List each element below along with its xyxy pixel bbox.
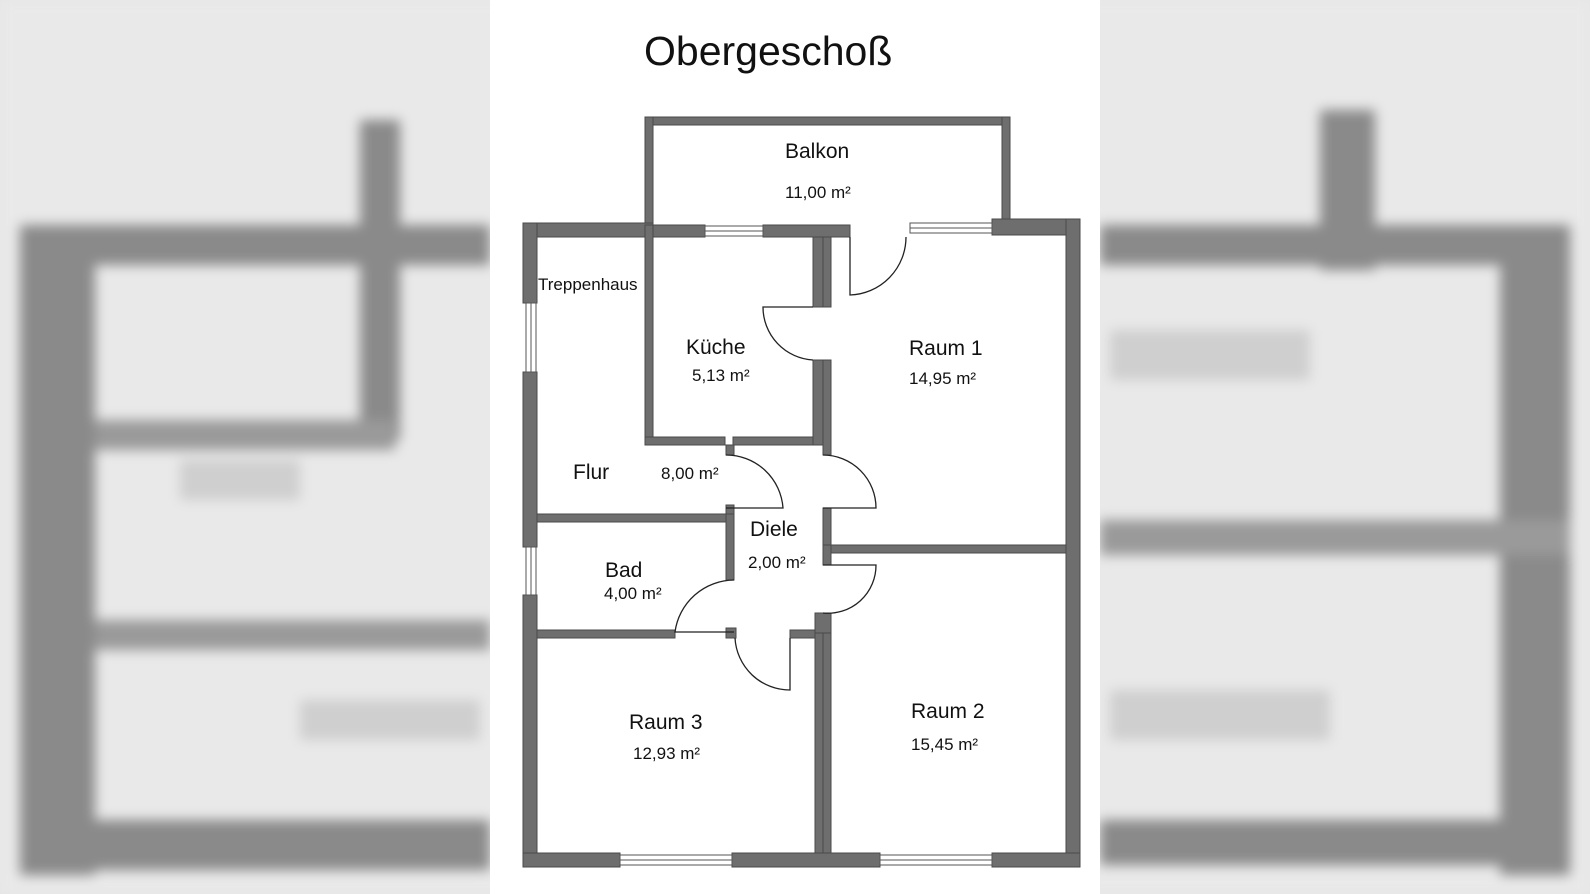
- window-raum3: [619, 854, 733, 866]
- room-labels: Balkon 11,00 m² Treppenhaus Küche 5,13 m…: [538, 140, 985, 763]
- room2-wall-left-upper: [822, 544, 832, 566]
- kitchen-wall-right-lower: [812, 359, 824, 446]
- outer-wall-left-mid: [522, 371, 538, 548]
- door-flur: [725, 454, 784, 509]
- area-raum3: 12,93 m²: [633, 744, 700, 763]
- window-bad: [525, 546, 537, 596]
- bad-door-jamb: [725, 627, 737, 639]
- room2-wall-left-lower: [822, 612, 832, 854]
- door-raum2: [822, 564, 877, 614]
- outer-wall-right: [1065, 218, 1081, 868]
- label-raum3: Raum 3: [629, 711, 703, 734]
- room1-wall-left-lower: [822, 507, 832, 551]
- window-raum1: [909, 222, 993, 234]
- label-raum1: Raum 1: [909, 337, 983, 360]
- bad-raum3-wall-a: [536, 629, 676, 639]
- room1-wall-left-upper: [822, 236, 832, 308]
- balcony-wall-top: [644, 116, 1011, 126]
- outer-wall-left-lower: [522, 594, 538, 868]
- label-kueche: Küche: [686, 336, 746, 359]
- door-balcony: [849, 236, 907, 296]
- label-treppenhaus: Treppenhaus: [538, 275, 638, 294]
- label-raum2: Raum 2: [911, 700, 985, 723]
- windows: [525, 222, 993, 866]
- outer-wall-left-upper: [522, 222, 538, 304]
- label-balkon: Balkon: [785, 140, 849, 163]
- kitchen-wall-bottom-b: [732, 436, 824, 446]
- door-raum1: [822, 454, 877, 509]
- label-bad: Bad: [605, 559, 642, 582]
- area-raum2: 15,45 m²: [911, 735, 978, 754]
- raum3-wall-right-top: [814, 612, 832, 634]
- bad-wall-right: [725, 513, 735, 581]
- door-bad: [674, 579, 735, 633]
- outer-wall-top-left: [522, 222, 654, 238]
- bad-raum3-wall-b: [789, 629, 816, 639]
- walls: [522, 116, 1081, 868]
- outer-wall-bottom-mid: [731, 852, 881, 868]
- balcony-wall-left: [644, 116, 654, 228]
- label-diele: Diele: [750, 518, 798, 541]
- diele-jamb-top: [725, 444, 735, 456]
- area-raum1: 14,95 m²: [909, 369, 976, 388]
- balcony-wall-right: [1001, 116, 1011, 224]
- plan-title: Obergeschoß: [644, 28, 892, 74]
- door-raum3: [734, 637, 791, 691]
- outer-wall-top-kitchen: [762, 224, 851, 238]
- area-kueche: 5,13 m²: [692, 366, 750, 385]
- outer-wall-top-mid: [652, 224, 706, 238]
- flur-bad-wall: [536, 513, 734, 523]
- doors: [674, 236, 907, 691]
- outer-wall-bottom-left: [522, 852, 621, 868]
- area-flur: 8,00 m²: [661, 464, 719, 483]
- outer-wall-bottom-right: [991, 852, 1081, 868]
- window-raum2: [879, 854, 993, 866]
- room1-room2-wall: [822, 544, 1067, 554]
- door-kitchen: [762, 306, 814, 361]
- area-balkon: 11,00 m²: [785, 183, 851, 202]
- room1-wall-left-mid: [822, 359, 832, 456]
- kitchen-wall-left: [644, 224, 654, 446]
- raum3-wall-right: [814, 629, 824, 854]
- paper-sheet: [490, 0, 1100, 894]
- window-kitchen: [704, 225, 764, 237]
- kitchen-wall-bottom-a: [644, 436, 726, 446]
- area-bad: 4,00 m²: [604, 584, 662, 603]
- label-flur: Flur: [573, 461, 609, 484]
- kitchen-wall-right-upper: [812, 236, 824, 308]
- area-diele: 2,00 m²: [748, 553, 806, 572]
- window-treppenhaus: [525, 302, 537, 373]
